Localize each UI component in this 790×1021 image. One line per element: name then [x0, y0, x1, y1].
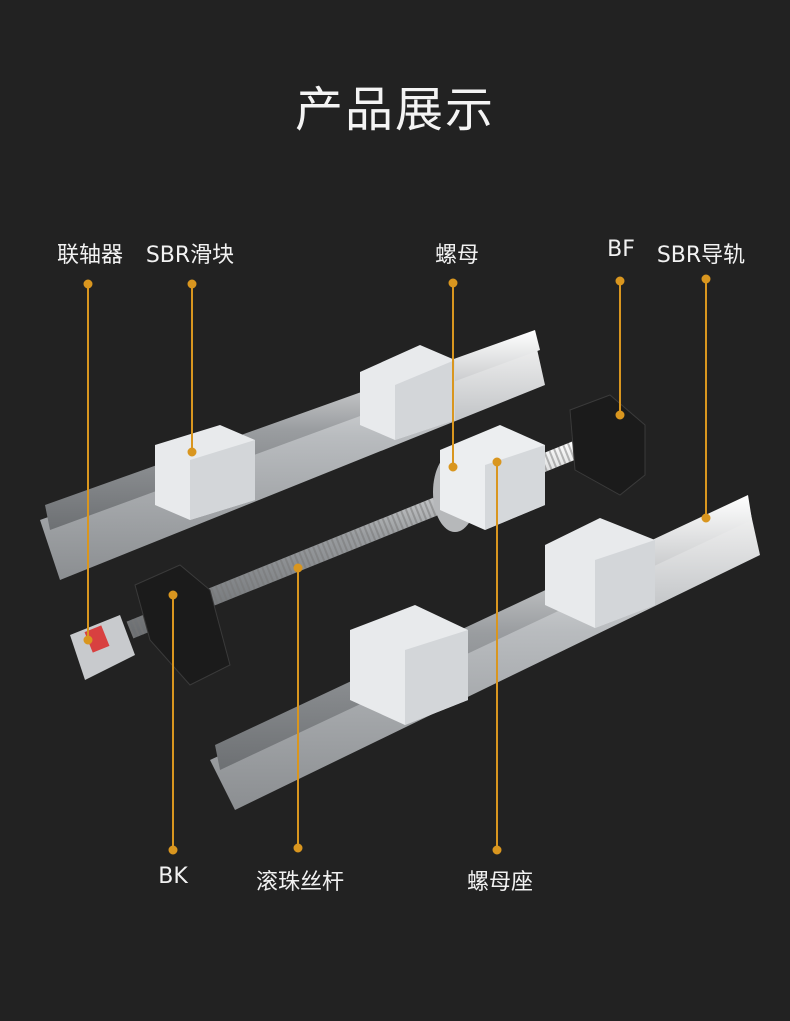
label-sbr-block: SBR滑块: [145, 243, 235, 268]
coupling: [70, 615, 135, 680]
label-sbr-rail: SBR导轨: [656, 243, 746, 268]
bf-support: [569, 394, 646, 496]
front-sbr-rail: [210, 495, 760, 810]
callout-line-bk: [168, 590, 178, 855]
callout-line-nut-seat: [492, 457, 502, 855]
nut-seat-block: [440, 425, 545, 530]
callout-line-sbr-rail: [701, 274, 711, 523]
label-bk: BK: [158, 864, 188, 889]
label-nut-seat: 螺母座: [466, 870, 534, 895]
callout-line-bf: [615, 276, 625, 420]
page-title: 产品展示: [294, 82, 495, 138]
label-ball-screw: 滚珠丝杆: [255, 870, 345, 895]
callout-line-nut: [448, 278, 458, 472]
label-bf: BF: [607, 237, 635, 262]
front-sbr-blocks: [350, 518, 655, 725]
callout-line-sbr-block: [187, 279, 197, 457]
callout-line-coupling: [83, 279, 93, 645]
label-coupling: 联轴器: [56, 243, 124, 268]
callout-line-ball-screw: [293, 563, 303, 853]
label-nut: 螺母: [434, 243, 480, 268]
back-sbr-blocks: [155, 345, 455, 520]
bk-support: [134, 564, 231, 686]
